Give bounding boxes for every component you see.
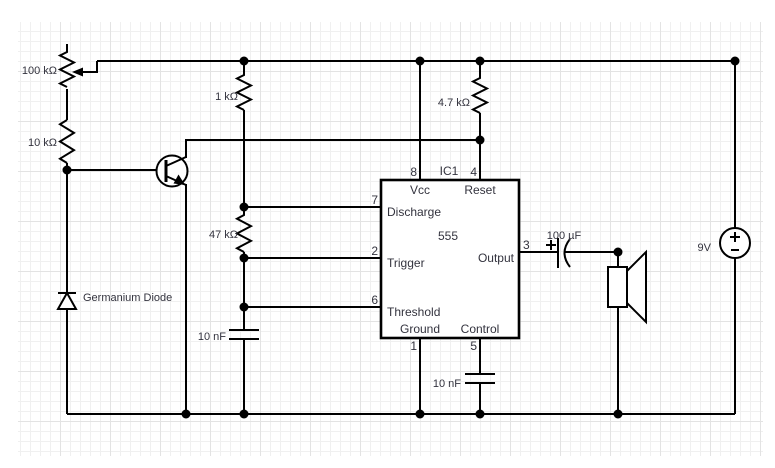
pin-vcc-label: Vcc — [410, 183, 430, 197]
pin-2-number: 2 — [371, 244, 378, 258]
capacitor-10nf-control-label: 10 nF — [433, 378, 461, 390]
resistor-1k-label: 1 kΩ — [215, 91, 238, 103]
junction-dot — [415, 56, 425, 66]
pin-3-number: 3 — [523, 238, 530, 252]
capacitor-10nf-timing: 10 nF — [198, 329, 259, 343]
junction-dot — [415, 409, 425, 419]
junction-dot — [730, 56, 740, 66]
pin-6-number: 6 — [371, 293, 378, 307]
resistor-body — [58, 119, 76, 164]
capacitor-negative-plate — [563, 238, 571, 268]
junction-dot — [239, 202, 249, 212]
pin-output-label: Output — [478, 251, 515, 265]
germanium-diode: Germanium Diode — [56, 290, 172, 310]
capacitor-10nf-control: 10 nF — [433, 373, 495, 390]
junction-dot — [239, 409, 249, 419]
diode-triangle — [56, 290, 78, 310]
junction-dot — [475, 56, 485, 66]
potentiometer-100k: 100 kΩ — [22, 44, 83, 88]
resistor-body — [234, 61, 254, 111]
plus-icon — [546, 240, 556, 250]
pin-4-number: 4 — [470, 165, 477, 179]
capacitor-100uf: 100 µF — [546, 230, 582, 268]
ic-body — [379, 178, 521, 340]
pin-discharge-label: Discharge — [387, 205, 441, 219]
wiper-arrow-icon — [72, 67, 83, 77]
junction-dot — [239, 253, 249, 263]
junction-dot — [239, 302, 249, 312]
capacitor-10nf-timing-label: 10 nF — [198, 331, 226, 343]
npn-transistor — [155, 154, 189, 188]
pin-trigger-label: Trigger — [387, 256, 425, 270]
pin-5-number: 5 — [470, 339, 477, 353]
ic-555: IC1 555 8 Vcc 4 Reset 7 Discharge 2 Trig… — [371, 164, 530, 353]
diode-label: Germanium Diode — [83, 292, 172, 304]
resistor-10k-label: 10 kΩ — [28, 137, 57, 149]
capacitor-plates — [465, 373, 495, 384]
pin-ground-label: Ground — [400, 322, 440, 336]
pin-threshold-label: Threshold — [387, 305, 440, 319]
pin-1-number: 1 — [410, 339, 417, 353]
pin-8-number: 8 — [410, 165, 417, 179]
junction-dot — [613, 409, 623, 419]
resistor-47k-label: 47 kΩ — [209, 229, 238, 241]
resistor-1k: 1 kΩ — [215, 61, 254, 111]
battery-polarity-icons — [730, 232, 740, 251]
resistor-10k: 10 kΩ — [28, 119, 76, 164]
pin-7-number: 7 — [371, 193, 378, 207]
pin-control-label: Control — [461, 322, 500, 336]
speaker-body — [607, 266, 628, 308]
junction-dot — [181, 409, 191, 419]
junction-dot — [613, 247, 623, 257]
junction-dot — [62, 165, 72, 175]
junction-dot — [475, 135, 485, 145]
emitter-arrow-icon — [173, 174, 185, 185]
junction-dot — [239, 56, 249, 66]
transistor-collector — [165, 156, 187, 167]
wire-pot-wiper — [80, 61, 98, 73]
capacitor-100uf-label: 100 µF — [547, 230, 582, 242]
speaker-horn — [625, 249, 647, 325]
pin-reset-label: Reset — [464, 183, 496, 197]
battery-circle — [719, 227, 751, 259]
resistor-4-7k: 4.7 kΩ — [438, 61, 490, 114]
speaker — [607, 249, 647, 325]
junction-dots — [62, 56, 740, 419]
capacitor-plates — [229, 329, 259, 340]
battery-9v: 9V — [698, 227, 751, 259]
ic-part-label: 555 — [438, 229, 458, 243]
junction-dot — [475, 409, 485, 419]
battery-label: 9V — [698, 242, 712, 254]
wire-collector-to-reset — [185, 139, 480, 158]
resistor-body — [234, 207, 254, 253]
ic-ref-label: IC1 — [440, 164, 459, 178]
resistor-47k: 47 kΩ — [209, 207, 254, 253]
pot-100k-label: 100 kΩ — [22, 65, 57, 77]
resistor-body — [57, 44, 77, 88]
wires — [66, 60, 736, 415]
resistor-4-7k-label: 4.7 kΩ — [438, 97, 470, 109]
resistor-body — [470, 61, 490, 114]
